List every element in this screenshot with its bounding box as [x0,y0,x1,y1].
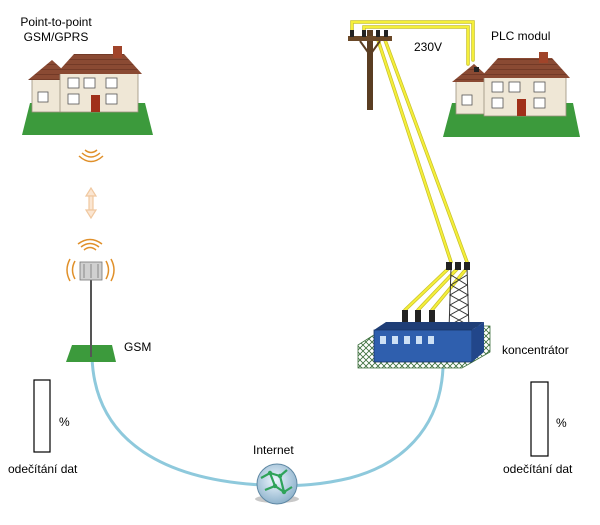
signal-waves-icon [78,149,104,163]
percent-left-label: % [59,415,70,429]
house-gsm-customer [22,46,153,135]
reading-bar-left [33,379,51,453]
utility-pole [348,30,392,110]
concentrator-station [357,262,491,369]
mast-signal-waves-icon [66,238,115,282]
reading-left-label: odečítání dat [8,462,78,476]
double-arrow-icon [84,186,98,220]
concentrator-label: koncentrátor [502,343,569,357]
house-plc-customer [443,52,580,137]
p2p-label-line1: Point-to-point [20,15,92,29]
p2p-label-line2: GSM/GPRS [23,30,89,44]
reading-bar-right [530,381,549,457]
voltage-label: 230V [414,40,443,54]
internet-globe-icon [255,463,299,505]
gsm-label: GSM [124,340,152,354]
plc-label: PLC modul [491,29,551,43]
internet-label: Internet [253,443,294,457]
gsm-mast [66,261,116,362]
percent-right-label: % [556,416,567,430]
reading-right-label: odečítání dat [503,462,573,476]
